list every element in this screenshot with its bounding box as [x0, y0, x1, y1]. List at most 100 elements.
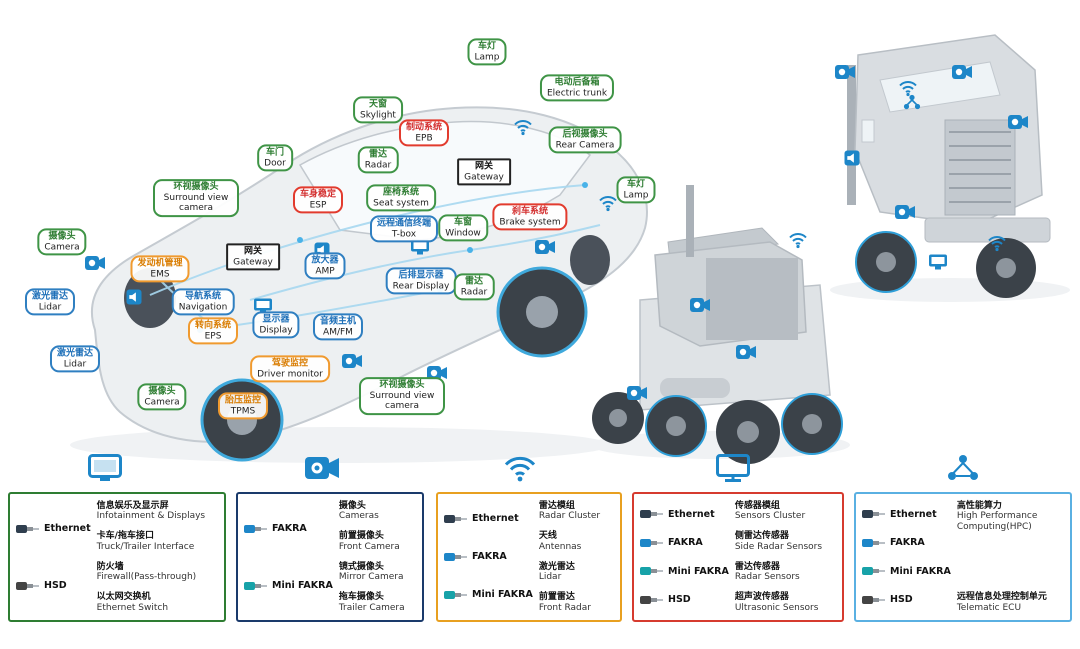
legend-entry-zh: 前置摄像头: [338, 531, 384, 542]
legend-entry-zh: 前置雷达: [538, 592, 575, 603]
callout-label-en: Lidar: [38, 302, 62, 312]
callout-label-zh: 远程通信终端: [376, 218, 432, 229]
legend-entry-zh: 雷达传感器: [734, 561, 780, 572]
callout-label-en: EPS: [204, 331, 222, 341]
callout-label-zh: 显示器: [262, 314, 290, 325]
connector-label: Mini FAKRA: [890, 565, 951, 577]
camera-icon: [85, 256, 105, 270]
legend-entry-zh: 防火墙: [96, 561, 124, 572]
callout-label-en: Rear Display: [392, 281, 450, 291]
legend-entry-zh: 镜式摄像头: [338, 561, 384, 572]
legend-entry-en: Side Radar Sensors: [734, 541, 823, 552]
callout-label-en: EPB: [415, 133, 433, 143]
callout-label-en: TPMS: [230, 406, 256, 416]
callout-label-en: T-box: [391, 229, 417, 239]
callout-label-zh: 车灯: [626, 179, 646, 190]
camera-icon: [835, 65, 855, 79]
connector-ethernet: Ethernet: [640, 508, 715, 520]
callout-label-zh: 雷达: [464, 276, 483, 287]
legend-entry-zh: 激光雷达: [538, 561, 575, 572]
truck-rear-illustration: [592, 185, 843, 464]
wifi-icon: [513, 119, 533, 136]
callout-label-en: Camera: [144, 397, 180, 407]
truck-front-illustration: [847, 34, 1051, 298]
connector-fakra: FAKRA: [640, 537, 703, 549]
connector-hsd: HSD: [640, 594, 691, 606]
callout-label-zh: 发动机管理: [137, 258, 183, 269]
legend-entry-en: Trailer Camera: [338, 602, 405, 613]
connector-mini-fakra: Mini FAKRA: [244, 580, 333, 592]
callout-label-zh: 放大器: [311, 255, 339, 266]
callout-label-en: Lamp: [474, 52, 500, 62]
legend-connector-column: FAKRA Mini FAKRA: [244, 500, 333, 614]
wifi-icon: [788, 232, 808, 249]
wifi-icon: [503, 455, 537, 482]
callout-label-zh: 雷达: [368, 149, 387, 160]
connector-ethernet: Ethernet: [862, 508, 937, 520]
callout-label-zh: 网关: [474, 161, 494, 172]
network-icon: [947, 454, 979, 482]
legend-entry-zh: 天线: [538, 531, 557, 542]
callout-label-en: Window: [445, 228, 481, 238]
connector-label: Ethernet: [890, 508, 937, 520]
legend-entry-en: Truck/Trailer Interface: [96, 541, 195, 552]
connector-label: Mini FAKRA: [668, 565, 729, 577]
callout-label-en: Door: [264, 158, 286, 168]
callout-label-zh: 环视摄像头: [379, 380, 425, 391]
legend-entry-zh: 卡车/拖车接口: [96, 531, 154, 542]
legend-entry-en: Radar Cluster: [538, 511, 601, 522]
connector-fakra: FAKRA: [244, 523, 307, 535]
legend-entry-zh: 雷达模组: [538, 501, 575, 511]
legend-entry-en: Antennas: [538, 541, 582, 552]
legend-entry-en: Front Camera: [338, 541, 400, 552]
connector-label: FAKRA: [668, 537, 703, 548]
camera-icon: [736, 345, 756, 359]
wifi-icon: [598, 195, 618, 212]
network-icon: [903, 94, 921, 110]
callout-label-zh: 刹车系统: [511, 206, 548, 217]
connector-label: FAKRA: [890, 537, 925, 548]
connector-ethernet: Ethernet: [444, 513, 519, 525]
camera-icon: [427, 366, 447, 380]
connector-label: Ethernet: [472, 513, 519, 525]
callout-label-zh: 驾驶监控: [271, 358, 308, 369]
connector-fakra: FAKRA: [862, 537, 925, 549]
legend-entry-zh: 以太网交换机: [96, 592, 151, 603]
callout-label-zh: 转向系统: [194, 320, 232, 331]
legend-entry-en: Ultrasonic Sensors: [734, 602, 819, 613]
legend-entry-en: Lidar: [538, 572, 562, 583]
connector-label: Mini FAKRA: [272, 579, 333, 591]
camera-icon: [690, 298, 710, 312]
display-icon: [411, 239, 429, 255]
callout-label-en: Gateway: [464, 172, 504, 182]
callout-label-en: Surround view camera: [163, 192, 229, 214]
legend-entry-en: Firewall(Pass-through): [96, 572, 197, 583]
callout-label-en: Rear Camera: [555, 140, 615, 150]
callout-label-en: Skylight: [360, 110, 396, 120]
